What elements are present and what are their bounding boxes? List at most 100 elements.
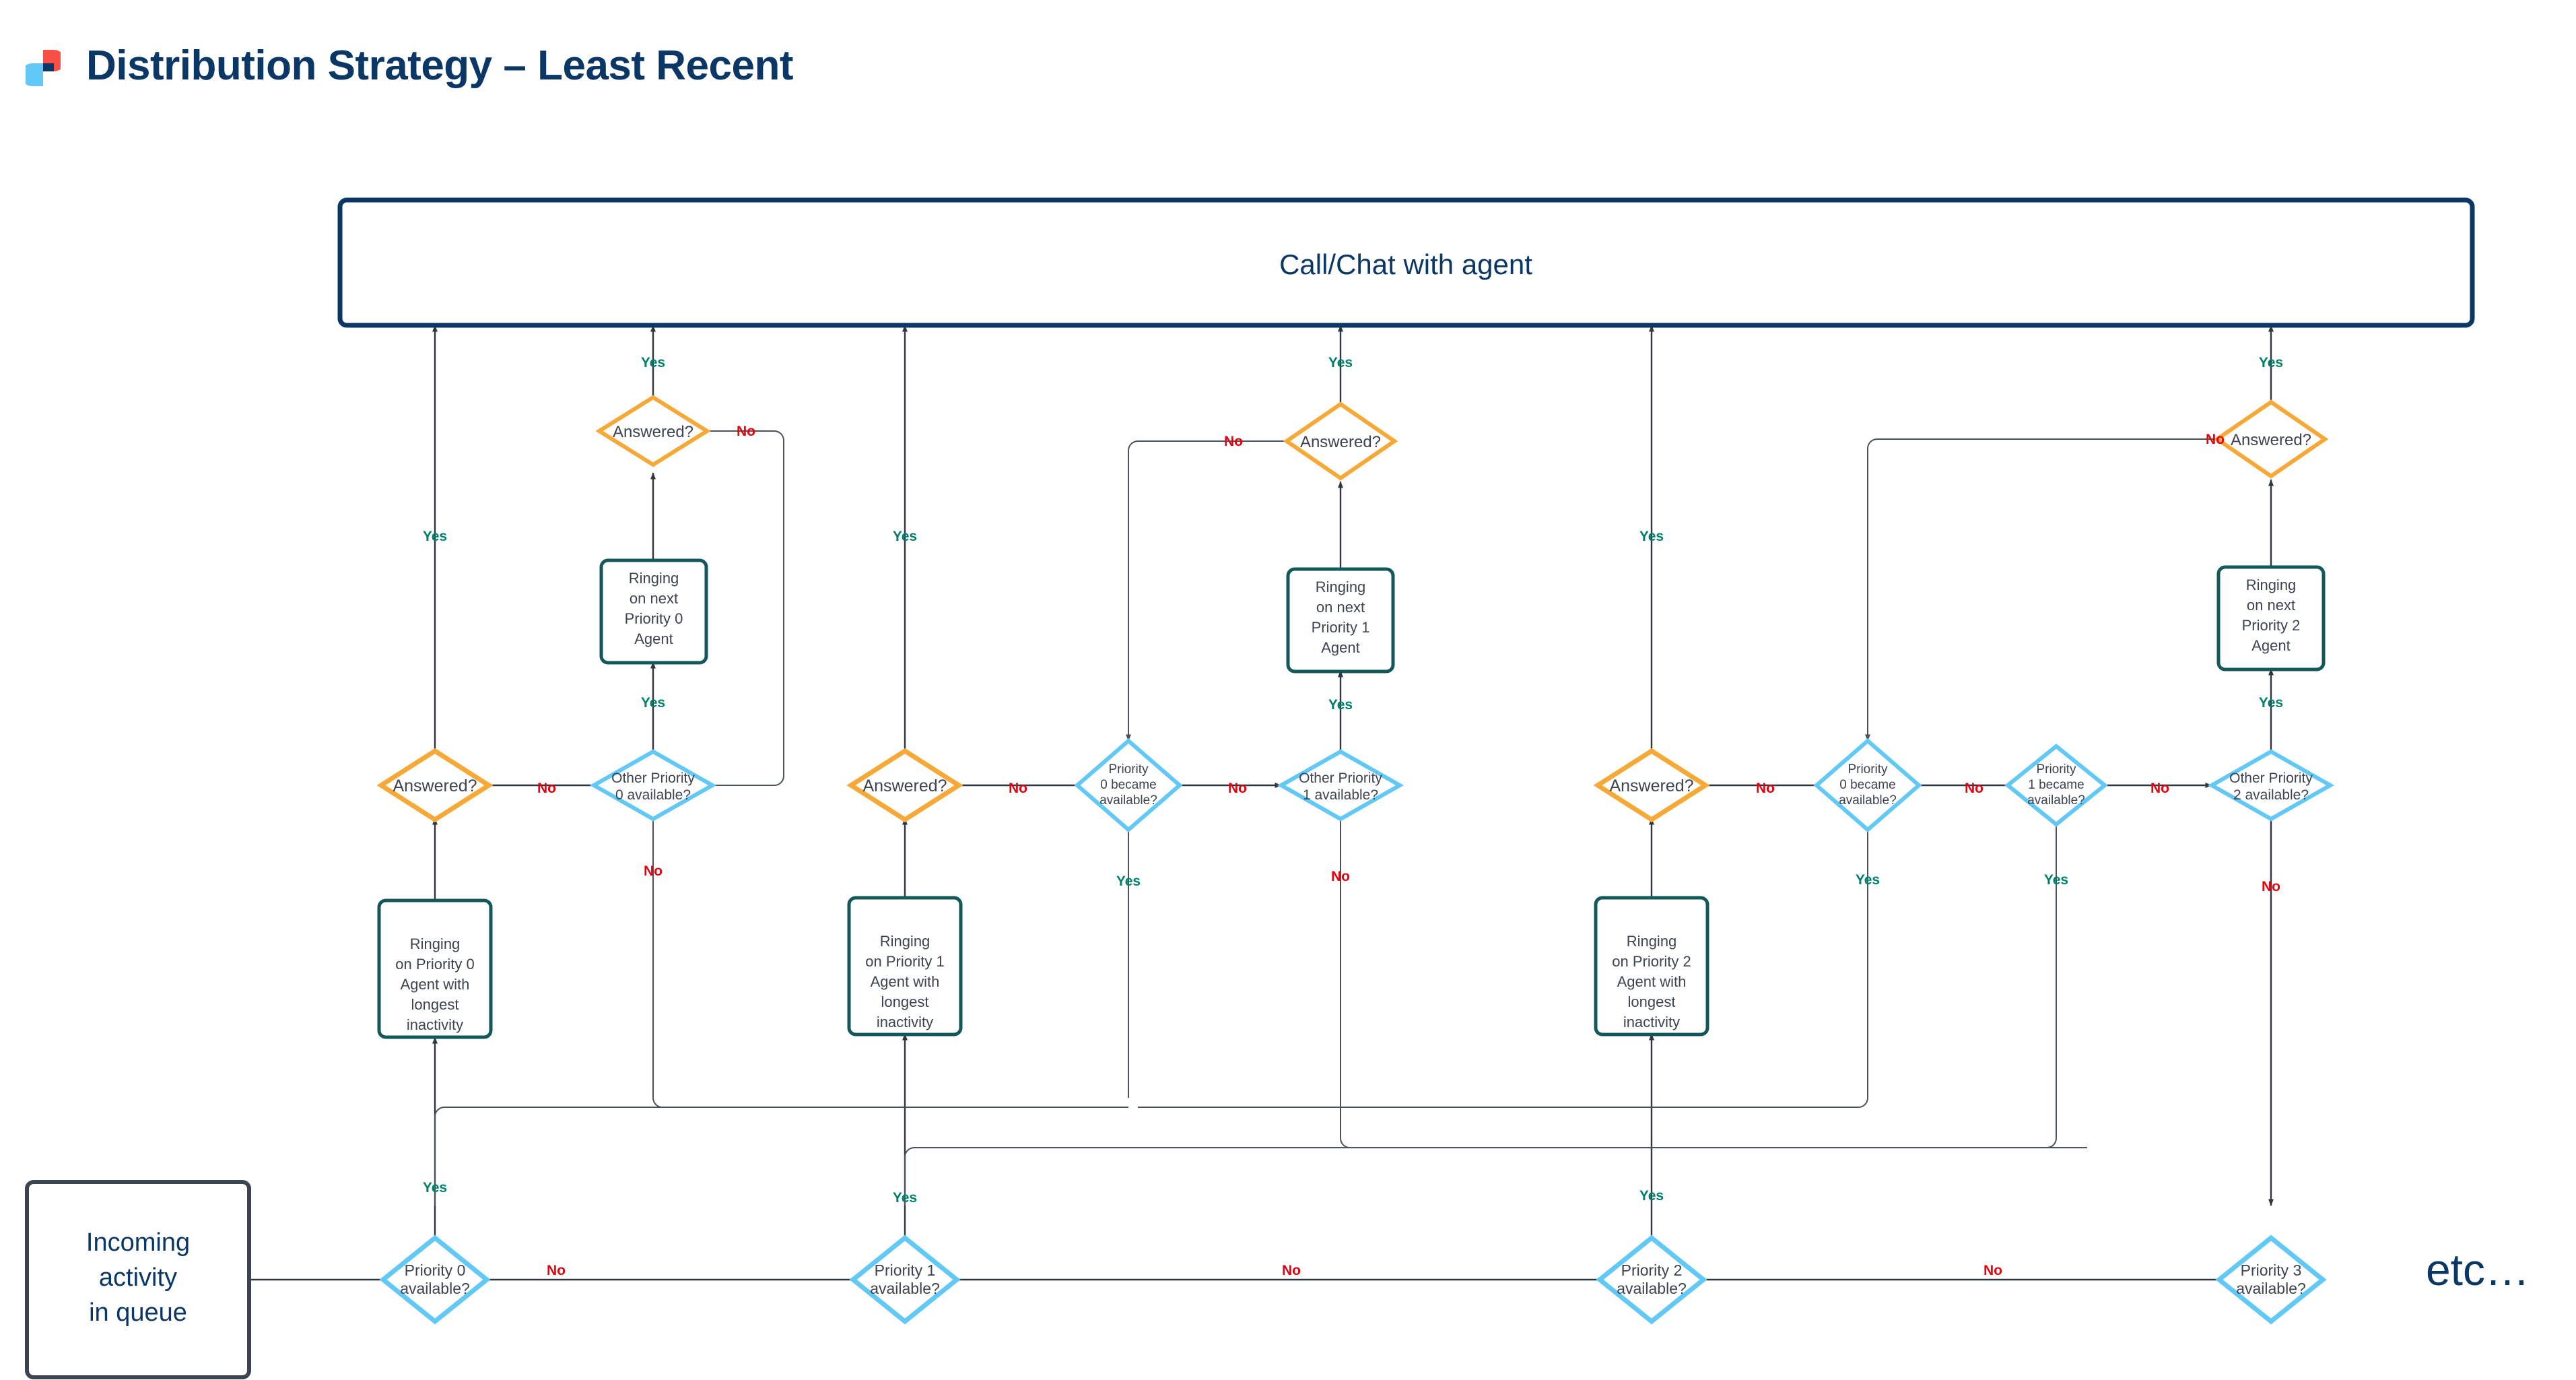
decision-p0-other-available[interactable]: Other Priority 0 available? bbox=[589, 749, 717, 822]
process-ringing-next-priority-0-line3: Priority 0 bbox=[625, 610, 683, 627]
process-ringing-priority-1-longest-line1: Ringing bbox=[880, 933, 930, 950]
process-ringing-next-priority-1-line3: Priority 1 bbox=[1312, 619, 1370, 636]
decision-p1-answered-label: Answered? bbox=[862, 777, 947, 795]
decision-p1-answered-next[interactable]: Answered? bbox=[1283, 401, 1398, 481]
start-box-line2: activity bbox=[99, 1263, 177, 1292]
edge-label-p2-p0became-no: No bbox=[1965, 781, 1984, 796]
decision-priority-1-available-line1: Priority 1 bbox=[875, 1261, 936, 1279]
decision-p0-answered-next[interactable]: Answered? bbox=[595, 395, 711, 467]
process-ringing-priority-2-longest-line5: inactivity bbox=[1623, 1014, 1680, 1030]
page-title: Distribution Strategy – Least Recent bbox=[86, 42, 794, 89]
edge-label-p2-p0became-yes: Yes bbox=[1856, 872, 1880, 888]
edge-label-p0-avail-yes: Yes bbox=[423, 1180, 447, 1195]
process-ringing-next-priority-1-shape bbox=[1286, 567, 1395, 673]
decision-priority-3-available[interactable]: Priority 3 available? bbox=[2215, 1235, 2327, 1325]
decision-p1-p0became-line2: 0 became bbox=[1100, 778, 1156, 792]
process-ringing-priority-0-longest[interactable]: Ringing on Priority 0 Agent with longest… bbox=[377, 898, 493, 1039]
edge-label-p2-other-yes: Yes bbox=[2259, 695, 2283, 711]
process-ringing-next-priority-2-line3: Priority 2 bbox=[2242, 617, 2301, 634]
start-box-line1: Incoming bbox=[86, 1228, 190, 1257]
edge-label-p2-p1became-yes: Yes bbox=[2044, 872, 2068, 888]
decision-p2-p1became-line1: Priority bbox=[2036, 762, 2076, 777]
edge-p2-answered2-no-loop bbox=[1865, 438, 2217, 742]
decision-p2-answered[interactable]: Answered? bbox=[1593, 748, 1710, 823]
process-ringing-next-priority-2-line4: Agent bbox=[2251, 637, 2291, 654]
process-ringing-priority-0-longest-shape bbox=[377, 898, 493, 1039]
process-ringing-priority-0-longest-line2: on Priority 0 bbox=[395, 956, 474, 973]
decision-p2-other-available-shape bbox=[2207, 749, 2335, 822]
edge-p2-p1became-yes-down bbox=[904, 820, 2057, 1206]
start-box-incoming-activity[interactable]: Incoming activity in queue bbox=[25, 1180, 251, 1379]
decision-p1-other-available[interactable]: Other Priority 1 available? bbox=[1277, 749, 1404, 822]
edge-label-p0-other-yes: Yes bbox=[641, 695, 665, 711]
edge-label-p1-answered-next-no: No bbox=[1224, 434, 1243, 449]
process-ringing-priority-2-longest[interactable]: Ringing on Priority 2 Agent with longest… bbox=[1594, 896, 1709, 1037]
decision-p2-other-available[interactable]: Other Priority 2 available? bbox=[2207, 749, 2335, 822]
process-ringing-next-priority-2-line1: Ringing bbox=[2246, 577, 2297, 593]
process-ringing-next-priority-2[interactable]: Ringing on next Priority 2 Agent bbox=[2216, 565, 2326, 671]
decision-p1-p0became-line3: available? bbox=[1099, 793, 1157, 808]
process-ringing-priority-0-longest-line3: Agent with bbox=[401, 976, 470, 993]
decision-p2-p0became-line3: available? bbox=[1839, 793, 1897, 808]
decision-p2-answered-next[interactable]: Answered? bbox=[2213, 399, 2329, 479]
edge-label-p0-other-no: No bbox=[644, 863, 663, 879]
edge-label-p0-answered-yes: Yes bbox=[423, 529, 447, 544]
process-ringing-next-priority-1-line2: on next bbox=[1316, 599, 1365, 616]
process-ringing-priority-1-longest[interactable]: Ringing on Priority 1 Agent with longest… bbox=[847, 896, 963, 1037]
decision-p0-answered-next-shape bbox=[595, 395, 711, 467]
decision-priority-3-available-shape bbox=[2215, 1235, 2327, 1325]
top-box-label: Call/Chat with agent bbox=[1279, 249, 1532, 280]
edge-label-p2-other-no: No bbox=[2262, 879, 2280, 894]
decision-priority-2-available-line1: Priority 2 bbox=[1621, 1261, 1683, 1279]
edge-label-p1-answered-next-yes: Yes bbox=[1328, 355, 1353, 370]
decision-p0-answered-label: Answered? bbox=[393, 777, 477, 795]
decision-priority-0-available[interactable]: Priority 0 available? bbox=[379, 1235, 491, 1325]
decision-priority-2-available[interactable]: Priority 2 available? bbox=[1596, 1235, 1707, 1325]
decision-p2-priority-0-became-available[interactable]: Priority 0 became available? bbox=[1813, 738, 1922, 832]
decision-p1-priority-0-became-available-shape bbox=[1074, 738, 1183, 832]
decision-p1-answered[interactable]: Answered? bbox=[846, 748, 963, 823]
start-box-shape bbox=[25, 1180, 251, 1379]
decision-priority-1-available[interactable]: Priority 1 available? bbox=[849, 1235, 961, 1325]
process-ringing-next-priority-2-shape bbox=[2216, 565, 2326, 671]
process-ringing-next-priority-0-line1: Ringing bbox=[629, 570, 679, 587]
edge-label-p0-avail-no: No bbox=[547, 1263, 566, 1278]
start-box-line3: in queue bbox=[89, 1299, 187, 1327]
process-ringing-priority-1-longest-line2: on Priority 1 bbox=[865, 953, 944, 970]
decision-p0-answered[interactable]: Answered? bbox=[376, 748, 494, 823]
decision-p1-other-available-line1: Other Priority bbox=[1299, 770, 1382, 786]
process-ringing-priority-1-longest-line4: longest bbox=[881, 993, 929, 1010]
process-ringing-priority-0-longest-line4: longest bbox=[411, 996, 459, 1013]
decision-priority-0-available-line1: Priority 0 bbox=[405, 1261, 466, 1279]
process-ringing-priority-1-longest-line5: inactivity bbox=[877, 1014, 933, 1030]
decision-p2-priority-1-became-available[interactable]: Priority 1 became available? bbox=[2004, 744, 2108, 827]
edge-label-p1-other-yes: Yes bbox=[1328, 697, 1353, 713]
edge-label-p1-answered-no: No bbox=[1009, 781, 1027, 796]
edge-label-p2-answered-yes: Yes bbox=[1639, 529, 1664, 544]
edge-label-p1-p0became-yes: Yes bbox=[1116, 874, 1141, 889]
decision-priority-3-available-line1: Priority 3 bbox=[2241, 1261, 2302, 1279]
process-ringing-priority-2-longest-line1: Ringing bbox=[1627, 933, 1677, 950]
decision-p0-answered-next-label: Answered? bbox=[613, 423, 693, 441]
process-ringing-priority-2-longest-line4: longest bbox=[1628, 993, 1676, 1010]
process-ringing-next-priority-0[interactable]: Ringing on next Priority 0 Agent bbox=[599, 558, 708, 665]
process-ringing-priority-1-longest-shape bbox=[847, 896, 963, 1037]
decision-priority-3-available-line2: available? bbox=[2236, 1280, 2306, 1297]
edge-label-p2-answered-no: No bbox=[1756, 781, 1775, 796]
decision-p1-p0became-line1: Priority bbox=[1108, 762, 1149, 777]
brand-logo-icon bbox=[26, 50, 61, 86]
process-ringing-next-priority-1[interactable]: Ringing on next Priority 1 Agent bbox=[1286, 567, 1395, 673]
process-ringing-priority-1-longest-line3: Agent with bbox=[871, 973, 940, 990]
edge-label-p2-avail-yes: Yes bbox=[1639, 1188, 1664, 1204]
process-ringing-next-priority-1-line1: Ringing bbox=[1316, 579, 1366, 595]
process-ringing-priority-2-longest-shape bbox=[1594, 896, 1709, 1037]
decision-p2-p1became-line3: available? bbox=[2027, 793, 2085, 808]
decision-p2-other-available-line2: 2 available? bbox=[2233, 787, 2309, 803]
edge-label-p2-p1became-no: No bbox=[2150, 781, 2169, 796]
process-ringing-next-priority-2-line2: on next bbox=[2247, 597, 2295, 614]
top-box-call-chat-with-agent[interactable]: Call/Chat with agent bbox=[337, 197, 2475, 328]
edge-label-p0-answered-next-yes: Yes bbox=[641, 355, 665, 370]
decision-p1-priority-0-became-available[interactable]: Priority 0 became available? bbox=[1074, 738, 1183, 832]
decision-p2-answered-next-label: Answered? bbox=[2231, 431, 2311, 449]
decision-priority-0-available-shape bbox=[379, 1235, 491, 1325]
